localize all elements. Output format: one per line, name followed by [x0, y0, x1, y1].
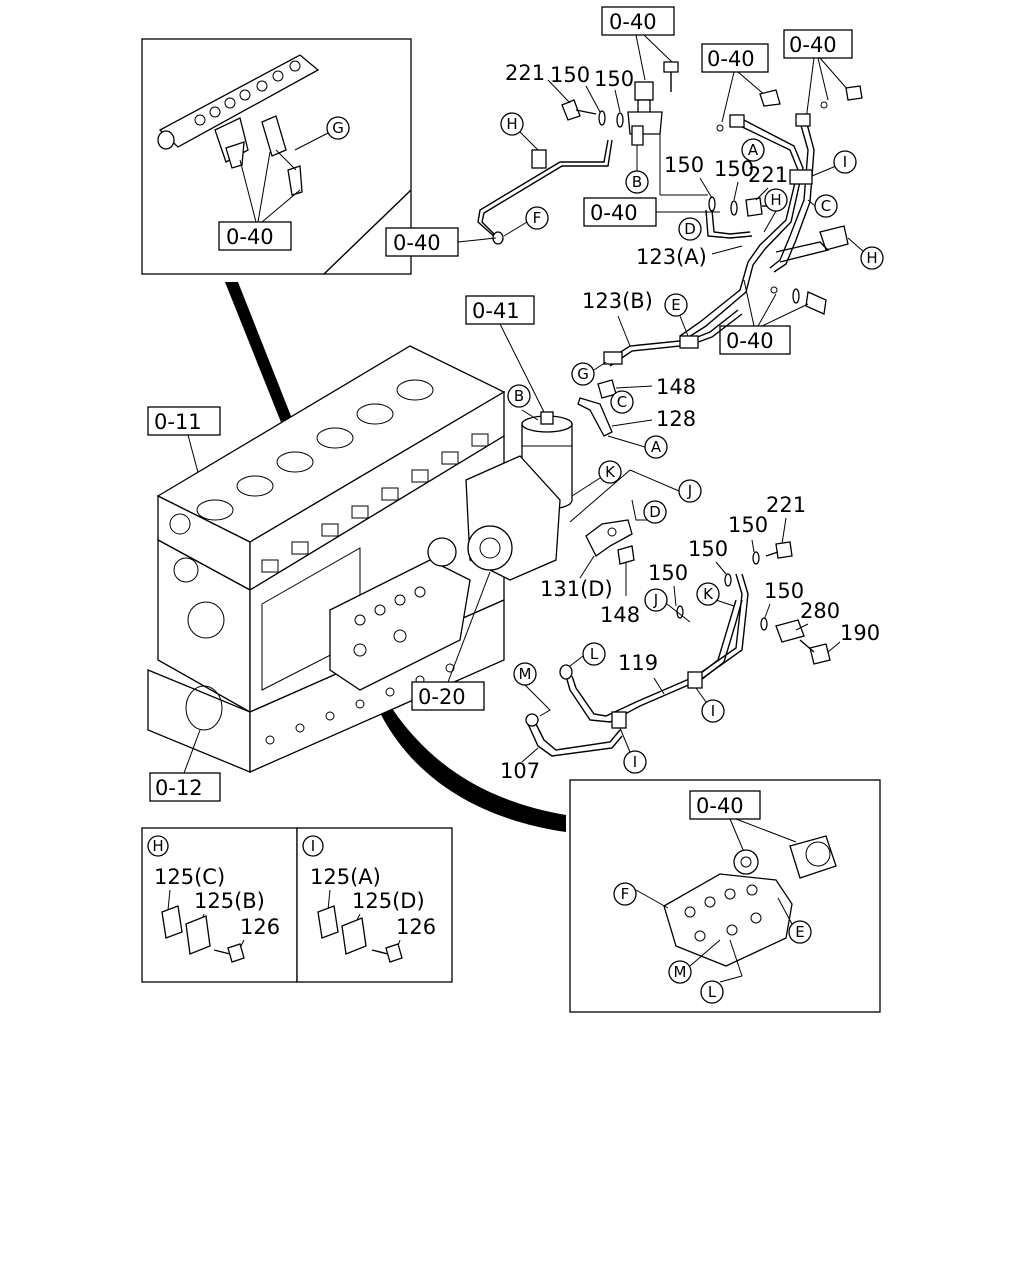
- callout-l-inset: L: [708, 983, 717, 1001]
- callout-d-filter: D: [649, 503, 661, 521]
- callout-j-filter: J: [687, 482, 692, 500]
- part-123b: 123(B): [582, 289, 653, 313]
- inset-fuel-rail: G 0-40: [141, 38, 412, 275]
- callout-h-right: H: [866, 249, 877, 267]
- part-123a: 123(A): [636, 245, 707, 269]
- clip-panel-h: H 125(C) 125(B) 126: [141, 827, 298, 983]
- ref-mid: 0-40: [590, 201, 638, 225]
- callout-e-mid: E: [671, 296, 680, 314]
- ref-top-right-a: 0-40: [707, 47, 755, 71]
- callout-j-low: J: [653, 591, 658, 609]
- callout-i-low1: I: [711, 702, 715, 720]
- clip-i-125a: 125(A): [310, 865, 381, 889]
- part-131d: 131(D): [540, 577, 613, 601]
- callout-h-mid: H: [770, 191, 781, 209]
- ref-block: 0-11: [154, 410, 202, 434]
- ref-pump: 0-20: [418, 685, 466, 709]
- return-pipe-left: H F 0-40: [385, 112, 613, 257]
- clip-i-126: 126: [396, 915, 436, 939]
- clip-i-125d: 125(D): [352, 889, 425, 913]
- fuel-filter-group: 0-41 B 148 C 128 A K J D: [465, 295, 702, 627]
- ref-crank: 0-12: [155, 776, 203, 800]
- part-128: 128: [656, 407, 696, 431]
- callout-m-low: M: [519, 665, 532, 683]
- part-119: 119: [618, 651, 658, 675]
- callout-h-top: H: [506, 115, 517, 133]
- callout-f-top: F: [533, 209, 542, 227]
- inset-injection-pump: 0-40 F E M L: [569, 779, 881, 1013]
- inset-link-arrow: [370, 686, 566, 832]
- ref-inset-bottom-right: 0-40: [696, 794, 744, 818]
- part-221-mid: 221: [748, 163, 788, 187]
- callout-g-mid: G: [577, 365, 589, 383]
- clip-h-125c: 125(C): [154, 865, 225, 889]
- part-150-d: 150: [714, 157, 754, 181]
- clip-h-125b: 125(B): [194, 889, 265, 913]
- part-150-c: 150: [664, 153, 704, 177]
- callout-g-inset: G: [332, 119, 344, 137]
- injector-pipes: 0-40 0-40 A I 150 150 221: [571, 29, 884, 386]
- part-280: 280: [800, 599, 840, 623]
- part-150-a: 150: [550, 63, 590, 87]
- ref-top-right-b: 0-40: [789, 33, 837, 57]
- ref-top-mid: 0-40: [609, 10, 657, 34]
- part-221-top: 221: [505, 61, 545, 85]
- clip-panel-i: I 125(A) 125(D) 126: [296, 827, 453, 983]
- ref-left-pipe: 0-40: [393, 231, 441, 255]
- clip-h-126: 126: [240, 915, 280, 939]
- part-221-low: 221: [766, 493, 806, 517]
- callout-a-filter: A: [651, 438, 662, 456]
- part-148-b: 148: [600, 603, 640, 627]
- part-150-g: 150: [648, 561, 688, 585]
- clip-i-title: I: [311, 837, 315, 855]
- part-150-f: 150: [688, 537, 728, 561]
- callout-m-inset: M: [674, 963, 687, 981]
- callout-c-top: C: [821, 197, 831, 215]
- part-150-h: 150: [764, 579, 804, 603]
- ref-filter: 0-41: [472, 299, 520, 323]
- callout-bubble: [326, 116, 350, 140]
- part-150-e: 150: [728, 513, 768, 537]
- part-150-b: 150: [594, 67, 634, 91]
- part-190: 190: [840, 621, 880, 645]
- callout-b-top: B: [632, 173, 642, 191]
- callout-l-low: L: [590, 645, 599, 663]
- part-148-a: 148: [656, 375, 696, 399]
- callout-b-filter: B: [514, 387, 524, 405]
- callout-k-low: K: [703, 585, 714, 603]
- feed-pipe-group: 221 150 150 150 J K 150 280 190: [500, 493, 880, 783]
- clip-h-title: H: [152, 837, 163, 855]
- callout-e-inset: E: [795, 923, 804, 941]
- sensor-group: 0-40 B 221 150 150: [505, 6, 708, 196]
- ref-lower-right: 0-40: [726, 329, 774, 353]
- part-107: 107: [500, 759, 540, 783]
- ref-inset-top-left: 0-40: [226, 225, 274, 249]
- callout-d-top: D: [684, 220, 696, 238]
- callout-a-top: A: [748, 141, 759, 159]
- callout-k-filter: K: [605, 463, 616, 481]
- callout-i-top: I: [843, 153, 847, 171]
- callout-i-low2: I: [633, 753, 637, 771]
- engine-block: 0-11: [147, 345, 561, 802]
- callout-c-filter: C: [617, 393, 627, 411]
- callout-f-inset: F: [621, 885, 630, 903]
